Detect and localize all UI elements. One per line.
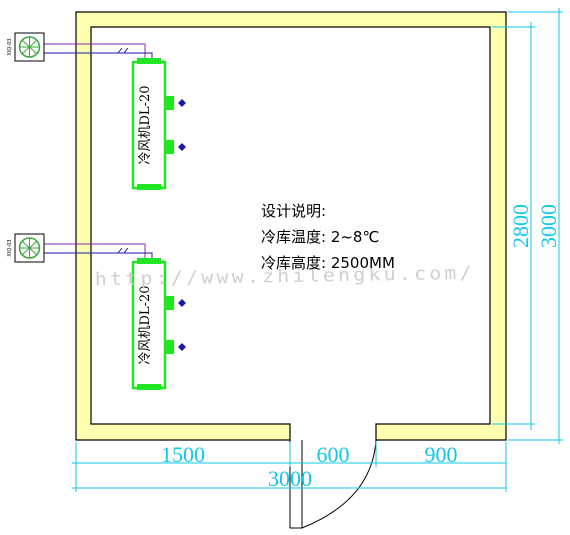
air-cooler-fan: [164, 296, 174, 310]
dim-bottom-total: 3000: [268, 466, 312, 491]
drain-fitting: [178, 343, 186, 351]
refrigerant-piping: [44, 43, 153, 258]
condensing-unit-1: XIQ-03: [7, 32, 45, 62]
dim-bottom-segment-1: 1500: [161, 442, 205, 467]
condensing-unit-label: XIQ-03: [7, 38, 13, 55]
pipe-suction-line: [44, 52, 153, 58]
dim-bottom-segment-3: 900: [425, 442, 458, 467]
door-swing-arc: [301, 439, 377, 529]
design-notes-height: 冷库高度: 2500MM: [261, 254, 395, 272]
air-cooler-fan: [164, 140, 174, 154]
air-cooler-label: 冷风机DL-20: [138, 86, 153, 165]
design-notes-temperature: 冷库温度: 2~8℃: [261, 228, 379, 246]
air-cooler-fan: [164, 340, 174, 354]
dim-right-inner: 2800: [508, 204, 533, 248]
pipe-valve: [117, 47, 129, 54]
dim-bottom-segment-2: 600: [317, 442, 350, 467]
design-notes-heading: 设计说明:: [261, 202, 326, 220]
air-cooler-end-cap: [137, 184, 161, 190]
condensing-unit-2: XIQ-03: [7, 233, 45, 263]
bottom-dimensions: [72, 442, 507, 492]
drain-fitting: [178, 99, 186, 107]
air-cooler-label: 冷风机DL-20: [138, 286, 153, 365]
fan-blades: [19, 238, 40, 258]
design-notes: 设计说明: 冷库温度: 2~8℃ 冷库高度: 2500MM: [261, 202, 395, 272]
pipe-liquid-line: [44, 243, 146, 258]
door: [289, 424, 377, 529]
air-cooler-end-cap: [137, 384, 161, 390]
pipe-suction-line: [44, 252, 153, 258]
air-cooler-end-cap: [137, 258, 161, 264]
air-cooler-end-cap: [137, 58, 161, 64]
condensing-unit-label: XIQ-03: [7, 239, 13, 256]
fan-blades: [19, 37, 40, 57]
drain-fitting: [178, 143, 186, 151]
dim-right-total: 3000: [536, 204, 561, 248]
air-cooler-body: [131, 60, 167, 190]
air-cooler-1: 冷风机DL-20: [131, 58, 186, 190]
air-cooler-2: 冷风机DL-20: [131, 258, 186, 390]
pipe-valve: [117, 247, 129, 254]
pipe-liquid-line: [44, 43, 146, 58]
drain-fitting: [178, 299, 186, 307]
air-cooler-fan: [164, 96, 174, 110]
right-dimensions: [492, 8, 563, 444]
